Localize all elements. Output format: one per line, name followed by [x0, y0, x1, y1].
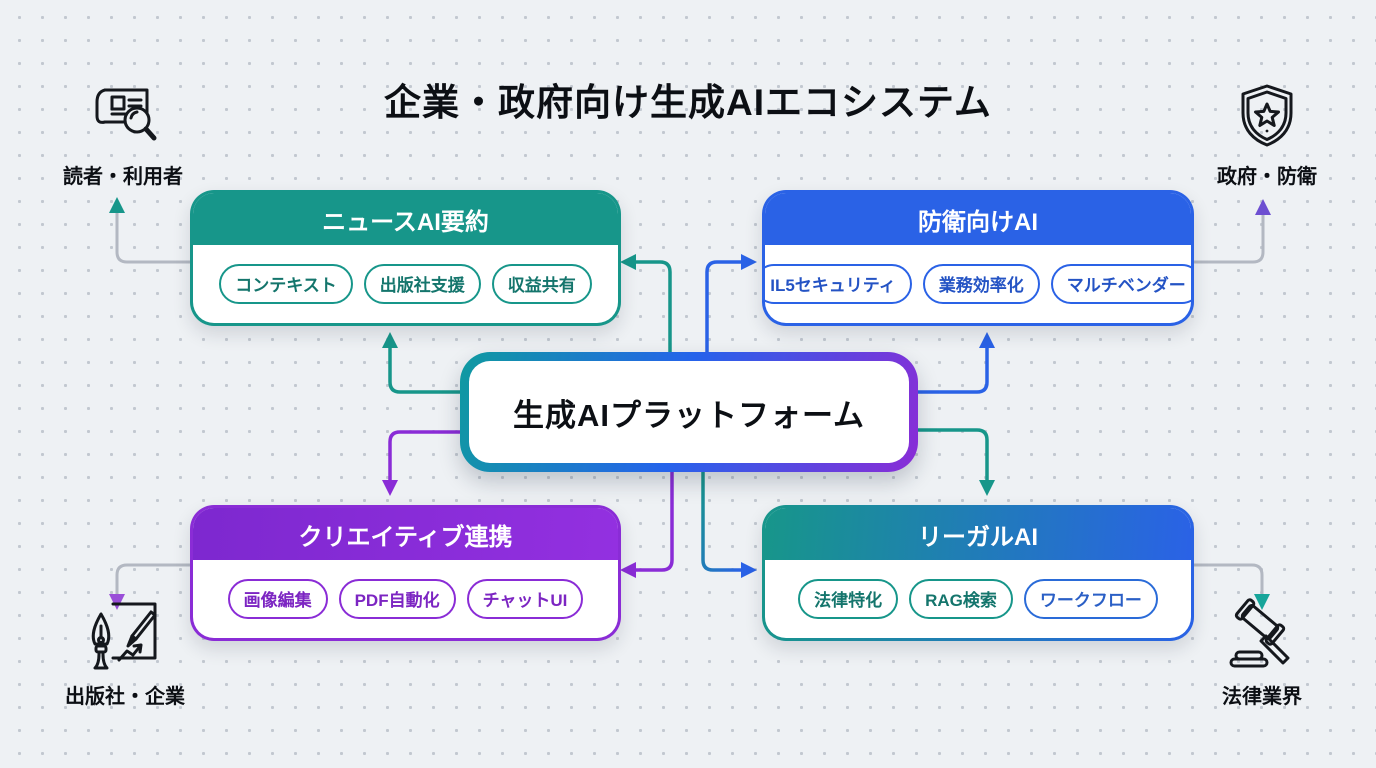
corner-readers: 読者・利用者 — [38, 80, 208, 189]
arrow-center-to-legal — [701, 472, 741, 572]
arrow-news-to-readers — [115, 213, 192, 264]
node-genai-platform: 生成AIプラットフォーム — [460, 352, 918, 472]
arrow-center-to-creative — [636, 472, 674, 572]
corner-publishers: 出版社・企業 — [40, 596, 210, 709]
gavel-icon — [1229, 598, 1290, 668]
arrowhead-center-to-news — [620, 254, 636, 270]
node-news-ai-summary: ニュースAI要約 コンテキスト 出版社支援 収益共有 — [190, 190, 621, 326]
arrowhead-news-to-readers — [109, 197, 125, 213]
corner-label-publishers: 出版社・企業 — [65, 686, 185, 708]
node-defense-ai: 防衛向けAI IL5セキュリティ 業務効率化 マルチベンダー — [762, 190, 1194, 326]
tag-pill: 法律特化 — [798, 579, 899, 619]
arrowhead-creative-to-publishers — [109, 594, 125, 610]
node-tags-legal: 法律特化 RAG検索 ワークフロー — [765, 560, 1191, 638]
node-header-legal: リーガルAI — [765, 508, 1191, 560]
tag-pill: IL5セキュリティ — [765, 264, 912, 304]
node-genai-platform-label: 生成AIプラットフォーム — [469, 361, 909, 463]
arrowhead-center-to-news-bottom — [382, 332, 398, 348]
node-tags-creative: 画像編集 PDF自動化 チャットUI — [193, 560, 618, 638]
tag-pill: 収益共有 — [491, 264, 592, 304]
node-header-creative: クリエイティブ連携 — [193, 508, 618, 560]
node-header-defense: 防衛向けAI — [765, 193, 1191, 245]
node-tags-defense: IL5セキュリティ 業務効率化 マルチベンダー — [765, 245, 1191, 323]
arrowhead-center-to-defense — [741, 254, 757, 270]
arrowhead-center-to-defense-bottom — [979, 332, 995, 348]
tag-pill: 画像編集 — [227, 579, 328, 619]
arrowhead-defense-to-government — [1255, 199, 1271, 215]
arrowhead-center-to-creative — [620, 562, 636, 578]
arrowhead-legal-to-law — [1254, 594, 1270, 610]
arrow-center-to-defense-bottom — [918, 348, 989, 394]
tag-pill: ワークフロー — [1023, 579, 1158, 619]
tag-pill: PDF自動化 — [338, 579, 456, 619]
arrow-center-to-news — [636, 260, 672, 352]
shield-star-icon — [1241, 84, 1293, 147]
arrowhead-center-to-creative-top — [382, 480, 398, 496]
corner-label-readers: 読者・利用者 — [63, 166, 183, 188]
newspaper-magnifier-icon — [95, 88, 157, 141]
pen-document-icon — [91, 602, 157, 670]
corner-label-law: 法律業界 — [1222, 686, 1302, 708]
tag-pill: 出版社支援 — [363, 264, 481, 304]
arrow-creative-to-publishers — [115, 563, 192, 594]
tag-pill: RAG検索 — [909, 579, 1013, 619]
node-tags-news: コンテキスト 出版社支援 収益共有 — [193, 245, 618, 323]
node-creative-collab: クリエイティブ連携 画像編集 PDF自動化 チャットUI — [190, 505, 621, 641]
arrow-center-to-defense — [705, 260, 741, 352]
tag-pill: コンテキスト — [219, 264, 353, 304]
page-title: 企業・政府向け生成AIエコシステム — [384, 82, 992, 123]
arrow-center-to-legal-top — [918, 428, 989, 480]
arrow-legal-to-law — [1186, 563, 1264, 594]
arrow-defense-to-government — [1186, 215, 1265, 264]
corner-label-government: 政府・防衛 — [1217, 166, 1317, 188]
arrow-center-to-creative-top — [388, 430, 460, 480]
node-legal-ai: リーガルAI 法律特化 RAG検索 ワークフロー — [762, 505, 1194, 641]
tag-pill: 業務効率化 — [922, 264, 1040, 304]
arrowhead-center-to-legal-top — [979, 480, 995, 496]
corner-government: 政府・防衛 — [1182, 80, 1352, 189]
tag-pill: マルチベンダー — [1050, 264, 1191, 304]
tag-pill: チャットUI — [466, 579, 584, 619]
node-header-news: ニュースAI要約 — [193, 193, 618, 245]
arrowhead-center-to-legal — [741, 562, 757, 578]
corner-law-industry: 法律業界 — [1177, 596, 1347, 709]
arrow-center-to-news-bottom — [388, 348, 460, 394]
